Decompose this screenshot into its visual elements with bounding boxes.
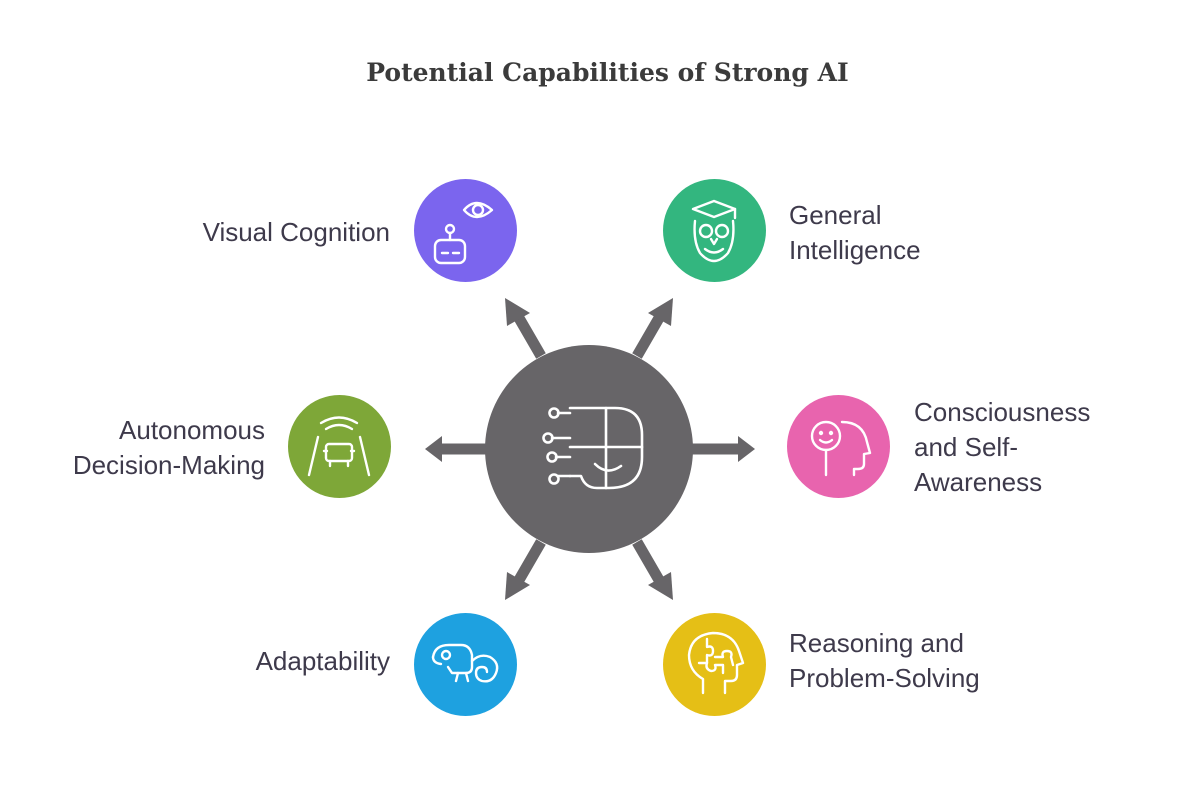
label-consciousness: Consciousness and Self- Awareness xyxy=(914,397,1091,497)
arrow-up-right xyxy=(632,298,673,359)
arrow-up-left xyxy=(505,298,546,359)
node-adaptability xyxy=(414,613,517,716)
arrow-left xyxy=(425,436,487,462)
node-general-intelligence xyxy=(663,179,766,282)
diagram-title: Potential Capabilities of Strong AI xyxy=(366,58,849,87)
arrow-right xyxy=(691,436,755,462)
node-reasoning xyxy=(663,613,766,716)
label-reasoning: Reasoning and Problem-Solving xyxy=(789,628,980,693)
node-autonomous-decision-making xyxy=(288,395,391,498)
ai-brain-circuit-icon xyxy=(542,406,644,490)
arrow-down-left xyxy=(505,539,546,600)
chameleon-icon xyxy=(414,613,517,716)
smiling-head-profile-icon xyxy=(787,395,890,498)
label-visual-cognition: Visual Cognition xyxy=(202,217,390,247)
robot-eye-icon xyxy=(414,179,517,282)
arrow-down-right xyxy=(632,539,673,600)
label-general-intelligence: General Intelligence xyxy=(789,200,921,265)
node-visual-cognition xyxy=(414,179,517,282)
self-driving-car-icon xyxy=(288,395,391,498)
node-consciousness xyxy=(787,395,890,498)
label-autonomous-decision-making: Autonomous Decision-Making xyxy=(72,415,265,480)
label-adaptability: Adaptability xyxy=(255,646,390,676)
puzzle-head-icon xyxy=(663,613,766,716)
owl-graduate-icon xyxy=(663,179,766,282)
central-hub xyxy=(485,345,693,553)
